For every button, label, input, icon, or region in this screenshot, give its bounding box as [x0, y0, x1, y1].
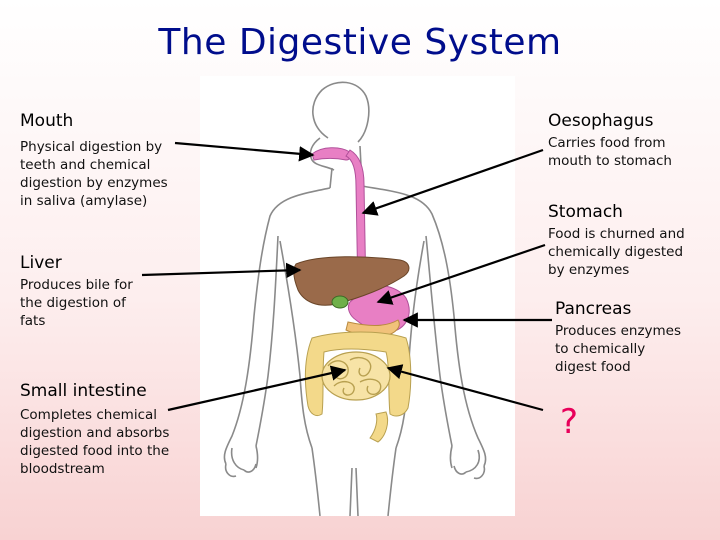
- liver-desc-line: the digestion of: [20, 295, 126, 311]
- small-intestine-heading: Small intestine: [20, 381, 147, 401]
- mouth-desc-line: in saliva (amylase): [20, 193, 148, 209]
- pancreas-heading: Pancreas: [555, 299, 632, 319]
- oesophagus-description: Carries food from mouth to stomach: [548, 134, 672, 170]
- mouth-desc-line: digestion by enzymes: [20, 175, 168, 191]
- liver-description: Produces bile for the digestion of fats: [20, 276, 133, 330]
- liver-heading: Liver: [20, 253, 62, 273]
- small-intestine-arrow: [167, 365, 347, 412]
- liver-arrow: [141, 262, 302, 279]
- pancreas-desc-line: Produces enzymes: [555, 323, 682, 339]
- stomach-arrow: [376, 243, 546, 305]
- small-intestine-description: Completes chemical digestion and absorbs…: [20, 406, 169, 478]
- mouth-arrow: [174, 141, 315, 162]
- pancreas-description: Produces enzymes to chemically digest fo…: [555, 322, 681, 376]
- oesophagus-heading: Oesophagus: [548, 111, 654, 131]
- pancreas-desc-line: digest food: [555, 359, 631, 375]
- small-intestine-desc-line: bloodstream: [20, 461, 105, 477]
- mouth-desc-line: teeth and chemical: [20, 157, 151, 173]
- stomach-desc-line: chemically digested: [548, 244, 684, 260]
- oesophagus-desc-line: Carries food from: [548, 135, 666, 151]
- stomach-desc-line: Food is churned and: [548, 226, 685, 242]
- liver-desc-line: Produces bile for: [20, 277, 133, 293]
- question-arrow: [386, 364, 544, 412]
- liver-desc-line: fats: [20, 313, 46, 329]
- oesophagus-arrow: [361, 148, 544, 216]
- small-intestine-desc-line: Completes chemical: [20, 407, 158, 423]
- unknown-organ-question-mark: ?: [560, 402, 579, 442]
- stomach-heading: Stomach: [548, 202, 623, 222]
- small-intestine-desc-line: digested food into the: [20, 443, 170, 459]
- small-intestine-desc-line: digestion and absorbs: [20, 425, 170, 441]
- mouth-description: Physical digestion by teeth and chemical…: [20, 138, 168, 210]
- diagram-title: The Digestive System: [158, 22, 562, 63]
- stomach-desc-line: by enzymes: [548, 262, 630, 278]
- mouth-desc-line: Physical digestion by: [20, 139, 163, 155]
- pancreas-desc-line: to chemically: [555, 341, 646, 357]
- oesophagus-desc-line: mouth to stomach: [548, 153, 672, 169]
- mouth-heading: Mouth: [20, 111, 74, 131]
- stomach-description: Food is churned and chemically digested …: [548, 225, 685, 279]
